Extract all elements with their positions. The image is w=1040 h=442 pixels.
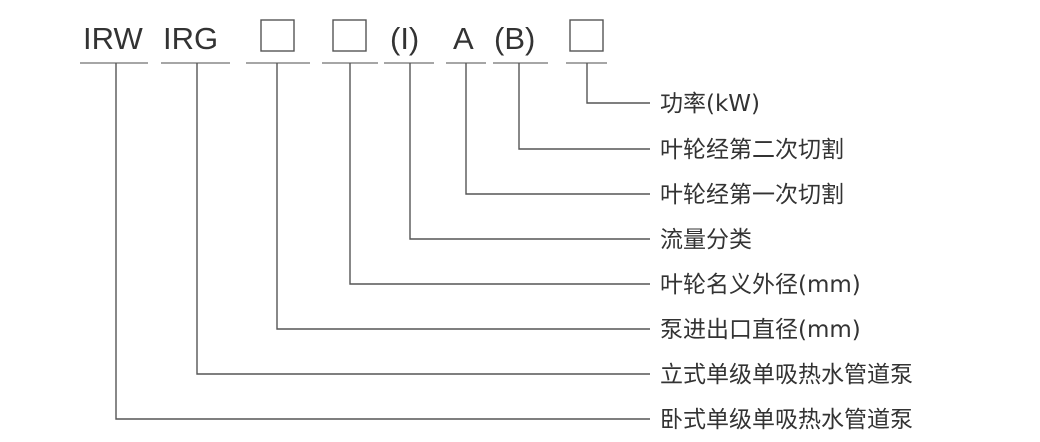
- leader-horizontal-pump: [115, 63, 650, 420]
- leader-impeller-diameter: [349, 63, 650, 285]
- label-vertical-pump: 立式单级单吸热水管道泵: [660, 362, 913, 388]
- label-horizontal-pump: 卧式单级单吸热水管道泵: [660, 407, 913, 433]
- leader-inlet-diameter: [276, 63, 650, 330]
- label-inlet-outlet-diameter: 泵进出口直径(mm): [660, 317, 861, 343]
- leader-vertical-pump: [196, 63, 650, 375]
- leader-power: [586, 63, 650, 104]
- code-flow-class: (I): [390, 21, 419, 56]
- code-irg: IRG: [163, 21, 218, 56]
- label-power: 功率(kW): [660, 91, 760, 117]
- label-first-trim: 叶轮经第一次切割: [660, 182, 844, 208]
- label-second-trim: 叶轮经第二次切割: [660, 137, 844, 163]
- placeholder-box-inlet-diameter: [260, 19, 295, 52]
- label-flow-class: 流量分类: [660, 227, 752, 253]
- code-first-trim: A: [453, 21, 474, 56]
- code-second-trim: (B): [494, 21, 535, 56]
- leader-second-trim: [518, 63, 650, 150]
- placeholder-box-impeller-diameter: [332, 19, 367, 52]
- label-impeller-diameter: 叶轮名义外径(mm): [660, 272, 861, 298]
- leader-flow-class: [409, 63, 650, 240]
- code-irw: IRW: [83, 21, 143, 56]
- leader-first-trim: [465, 63, 650, 195]
- placeholder-box-power: [569, 19, 604, 52]
